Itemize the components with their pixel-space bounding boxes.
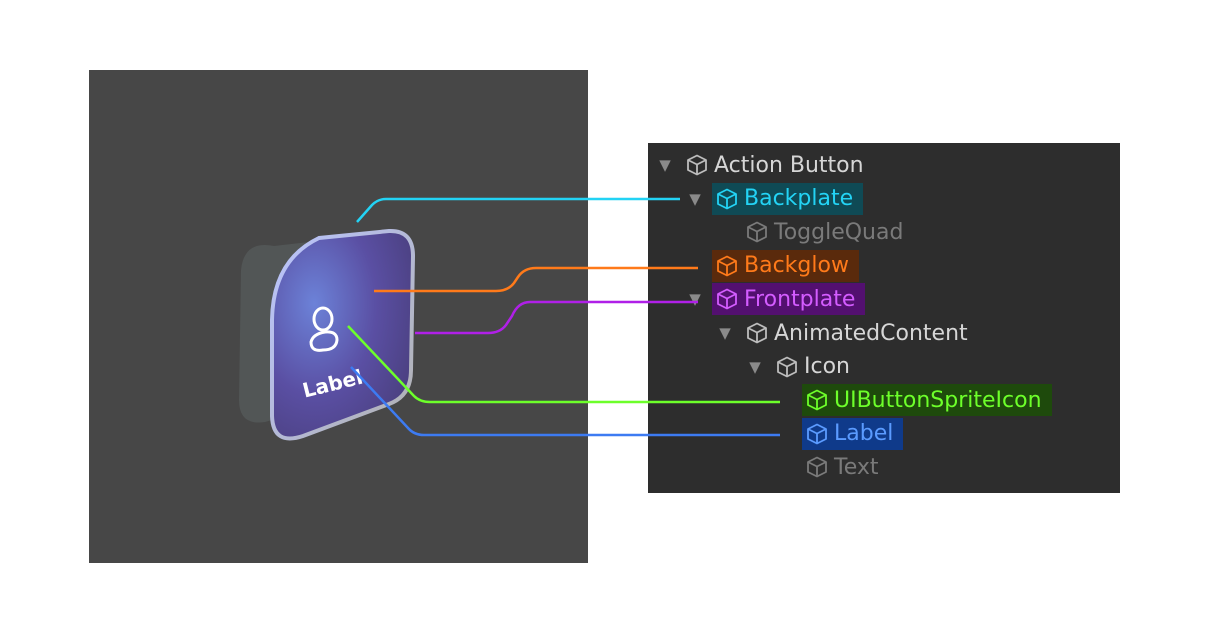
- hierarchy-label: Action Button: [714, 152, 864, 178]
- hierarchy-item-animatedcontent[interactable]: ▼ AnimatedContent: [714, 318, 976, 348]
- gameobject-cube-icon: [802, 419, 832, 449]
- hierarchy-label: Frontplate: [744, 286, 856, 312]
- expand-arrow-icon[interactable]: ▼: [689, 189, 701, 208]
- hierarchy-label: Backglow: [744, 253, 849, 279]
- gameobject-cube-icon: [742, 217, 772, 247]
- highlight-label: [802, 417, 903, 450]
- hierarchy-label: UIButtonSpriteIcon: [834, 387, 1042, 413]
- frontplate-shape: [270, 228, 416, 441]
- gameobject-cube-icon: [742, 318, 772, 348]
- expand-arrow-icon[interactable]: ▼: [659, 156, 671, 174]
- hierarchy-item-backglow[interactable]: Backglow: [684, 251, 857, 281]
- button-illustration: Label: [239, 228, 416, 441]
- highlight-backplate: [712, 182, 863, 215]
- hierarchy-label: AnimatedContent: [774, 320, 968, 346]
- gameobject-cube-icon: [802, 452, 832, 482]
- hierarchy-item-action_button[interactable]: ▼ Action Button: [654, 150, 872, 180]
- gameobject-cube-icon: [712, 184, 742, 214]
- person-icon: [309, 306, 339, 352]
- hierarchy-item-label[interactable]: Label: [774, 419, 901, 449]
- highlight-frontplate: [712, 283, 865, 316]
- expand-arrow-icon[interactable]: ▼: [689, 290, 701, 309]
- gameobject-cube-icon: [712, 284, 742, 314]
- hierarchy-item-backplate[interactable]: ▼ Backplate: [684, 184, 861, 214]
- highlight-uibuttonspriteicon: [802, 384, 1052, 417]
- expand-arrow-icon[interactable]: ▼: [749, 357, 761, 376]
- scene-view: Label: [89, 70, 588, 563]
- gameobject-cube-icon: [682, 150, 712, 180]
- hierarchy-item-frontplate[interactable]: ▼ Frontplate: [684, 284, 863, 314]
- hierarchy-label: Icon: [804, 354, 850, 380]
- gameobject-cube-icon: [772, 352, 802, 382]
- expand-arrow-icon[interactable]: ▼: [719, 324, 731, 342]
- hierarchy-item-text[interactable]: Text: [774, 452, 887, 482]
- hierarchy-item-icon[interactable]: ▼ Icon: [744, 352, 858, 382]
- gameobject-cube-icon: [712, 251, 742, 281]
- hierarchy-item-togglequad[interactable]: ToggleQuad: [714, 217, 911, 247]
- gameobject-cube-icon: [802, 385, 832, 415]
- hierarchy-label: Label: [834, 421, 894, 447]
- hierarchy-label: Text: [834, 454, 879, 480]
- hierarchy-label: Backplate: [744, 186, 854, 212]
- hierarchy-item-uibuttonspriteicon[interactable]: UIButtonSpriteIcon: [774, 385, 1050, 415]
- hierarchy-label: ToggleQuad: [774, 219, 904, 245]
